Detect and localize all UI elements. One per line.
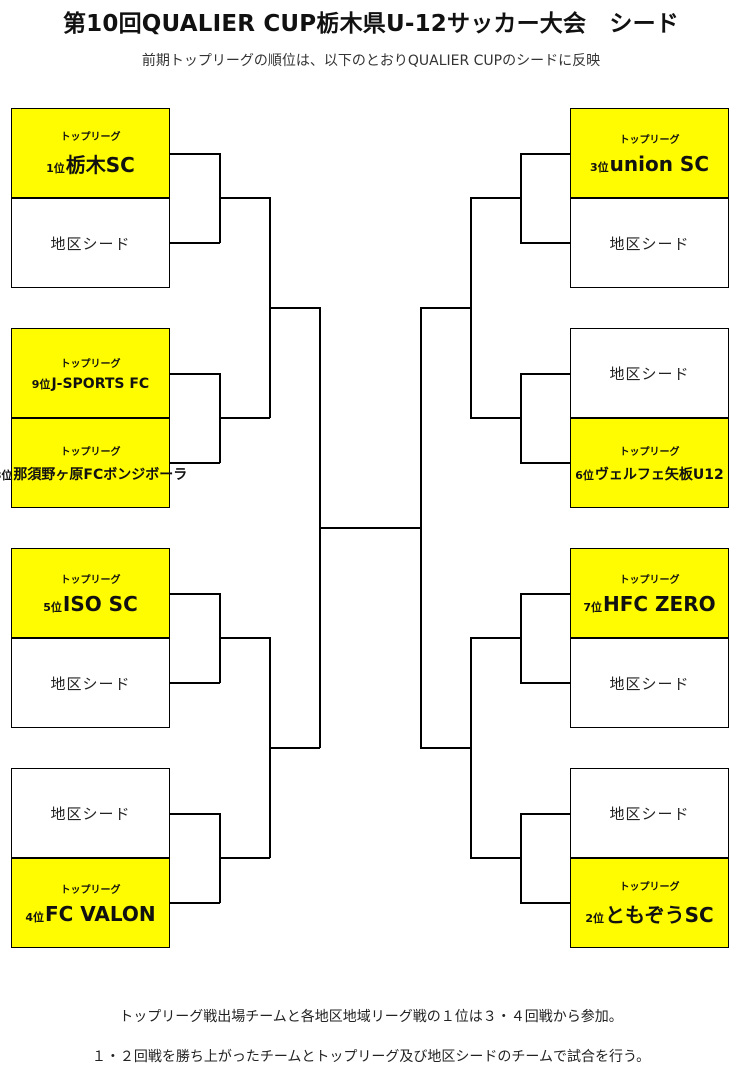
bracket-line [170,373,220,375]
bracket-line [520,373,570,375]
bracket-line [520,682,570,684]
bracket-line [170,153,220,155]
bracket-line [219,417,270,419]
bracket-line [170,462,220,464]
team-rank: 1位 [46,162,65,175]
bracket-line [219,857,270,859]
bracket-line [470,857,521,859]
team-name: ともぞうSC [604,903,714,927]
seed-label: 地区シード [609,804,690,823]
page-subtitle: 前期トップリーグの順位は、以下のとおりQUALIER CUPのシードに反映 [141,53,601,69]
team-box-left-4: トップリーグ 8位那須野ヶ原FCボンジボーラ [0,418,187,508]
bracket-line [520,813,570,815]
seed-label: 地区シード [609,234,690,253]
team-name: union SC [609,151,709,176]
team-name: 那須野ヶ原FCボンジボーラ [13,466,188,483]
team-box-left-1: トップリーグ 1位栃木SC [11,108,170,198]
bracket-line [520,462,570,464]
bracket-line [520,153,570,155]
seed-box-left-2: 地区シード [11,198,170,288]
bracket-line [520,373,522,463]
league-label: トップリーグ [60,884,121,896]
bracket-line [520,813,522,903]
team-rank: 6位 [575,468,594,482]
team-name: 栃木SC [65,153,135,177]
note-line-1: トップリーグ戦出場チームと各地区地域リーグ戦の１位は３・４回戦から参加。 [119,1009,623,1025]
bracket-line [269,747,320,749]
league-label: トップリーグ [60,358,121,370]
bracket-final-line [319,527,420,529]
team-box-right-4: トップリーグ 6位ヴェルフェ矢板U12 [570,418,729,508]
team-rank: 8位 [0,468,13,482]
seed-box-right-3: 地区シード [570,328,729,418]
bracket-line [219,637,270,639]
team-name: HFC ZERO [603,591,716,616]
league-label: トップリーグ [619,446,680,458]
league-label: トップリーグ [619,574,680,586]
league-label: トップリーグ [619,134,680,146]
bracket-line [170,242,220,244]
bracket-line [219,197,270,199]
team-rank: 9位 [31,377,51,391]
bracket-line [470,637,472,858]
seed-box-left-7: 地区シード [11,768,170,858]
seed-label: 地区シード [50,804,131,823]
seed-label: 地区シード [50,674,131,693]
team-rank: 7位 [583,600,603,614]
bracket-line [420,307,471,309]
team-rank: 4位 [25,910,44,924]
seed-box-right-7: 地区シード [570,768,729,858]
bracket-line [470,417,521,419]
team-rank: 3位 [589,160,609,174]
bracket-line [420,307,422,748]
bracket-line [470,197,472,418]
league-label: トップリーグ [60,446,121,458]
bracket-line [269,307,320,309]
bracket-line [170,682,220,684]
team-box-right-8: トップリーグ 2位ともぞうSC [570,858,729,948]
bracket-line [520,593,522,683]
bracket-line [470,637,521,639]
team-name-row: 8位那須野ヶ原FCボンジボーラ [0,464,187,484]
seed-box-right-2: 地区シード [570,198,729,288]
team-name: ISO SC [62,591,138,616]
bracket-line [170,902,220,904]
league-label: トップリーグ [60,574,121,586]
bracket-line [520,593,570,595]
team-name-row: 2位ともぞうSC [585,899,713,928]
league-label: トップリーグ [619,882,680,893]
seed-label: 地区シード [609,674,690,693]
team-name: ヴェルフェ矢板U12 [594,466,724,483]
bracket-line [520,242,570,244]
bracket-line [170,813,220,815]
team-name: FC VALON [44,901,156,926]
note-line-2: １・２回戦を勝ち上がったチームとトップリーグ及び地区シードのチームで試合を行う。 [91,1049,651,1065]
team-name-row: 1位栃木SC [46,149,135,178]
bracket-line [420,747,471,749]
bracket-line [520,902,570,904]
bracket-line [470,197,521,199]
team-name: J-SPORTS FC [51,375,150,392]
team-rank: 5位 [43,600,62,614]
seed-label: 地区シード [609,364,690,383]
seed-label: 地区シード [50,234,131,253]
bracket-line [520,153,522,243]
league-label: トップリーグ [60,132,121,143]
bracket-line [170,593,220,595]
seed-box-left-6: 地区シード [11,638,170,728]
team-rank: 2位 [585,912,604,925]
team-name-row: 6位ヴェルフェ矢板U12 [575,464,724,484]
page-title: 第10回QUALIER CUP栃木県U-12サッカー大会 シード [62,11,679,37]
seed-box-right-6: 地区シード [570,638,729,728]
